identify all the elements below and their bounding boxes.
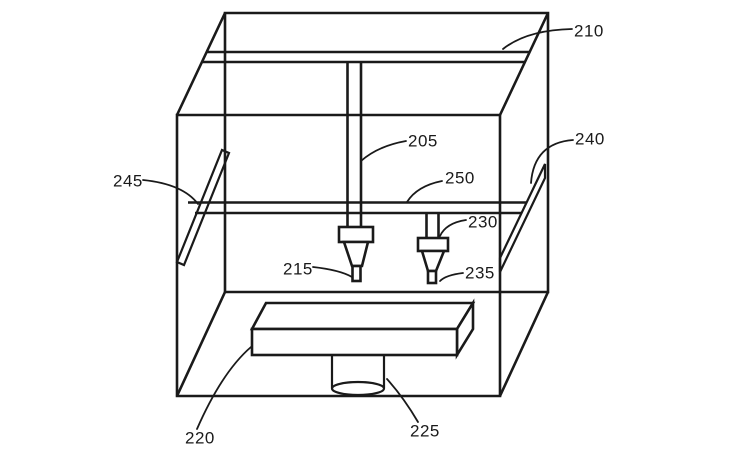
cylinder-sides [330, 356, 386, 388]
label-205: 205 [408, 132, 438, 151]
nozzle-215-funnel [342, 240, 370, 268]
leader-205 [360, 140, 407, 162]
label-210: 210 [574, 22, 604, 41]
cross-rail-lines [188, 201, 527, 215]
nozzle-215-block [337, 225, 375, 244]
label-235: 235 [465, 264, 495, 283]
shaft-230-lines [425, 213, 440, 238]
nozzle-235-block [416, 236, 450, 253]
support-cylinder-225 [330, 356, 386, 397]
shaft-205-lines [346, 63, 363, 227]
nozzle-235-tip [426, 269, 438, 285]
cross-rail-250 [188, 201, 527, 215]
enclosure-depth-edges [175, 12, 550, 397]
nozzle-215-tip [351, 264, 362, 283]
leader-lines [142, 28, 574, 430]
left-guide-rail-245 [175, 148, 231, 267]
label-240: 240 [575, 130, 605, 149]
extruder-nozzle-215 [337, 225, 375, 283]
left-rail-band [175, 148, 231, 267]
nozzle-235-funnel [420, 249, 446, 273]
cylinder-bottom-ellipse [330, 380, 386, 397]
leader-235 [439, 272, 464, 282]
leader-250 [406, 180, 443, 203]
leader-215 [312, 266, 353, 278]
label-215: 215 [283, 260, 313, 279]
reference-numerals: 210 240 245 205 250 230 235 215 220 225 [113, 22, 605, 448]
top-rail-lines [202, 50, 529, 64]
leader-240 [530, 139, 574, 184]
right-guide-rail-240 [498, 163, 547, 273]
extruder-nozzle-235 [416, 236, 450, 285]
label-245: 245 [113, 172, 143, 191]
extruder-shaft-230 [425, 213, 440, 238]
extruder-shaft-205 [346, 63, 363, 227]
platform-front-face [250, 327, 459, 357]
leader-210 [502, 28, 573, 50]
leader-230 [439, 219, 467, 237]
label-250: 250 [445, 169, 475, 188]
leader-225 [386, 378, 419, 423]
leader-245 [142, 179, 199, 205]
platform-top-face [249, 301, 476, 331]
label-220: 220 [185, 429, 215, 448]
top-gantry-rail [202, 50, 529, 64]
right-rail-band [498, 163, 547, 273]
label-230: 230 [468, 213, 498, 232]
label-225: 225 [410, 422, 440, 441]
enclosure-frame [175, 11, 550, 398]
leader-220 [196, 346, 252, 430]
build-platform-220 [249, 298, 476, 360]
